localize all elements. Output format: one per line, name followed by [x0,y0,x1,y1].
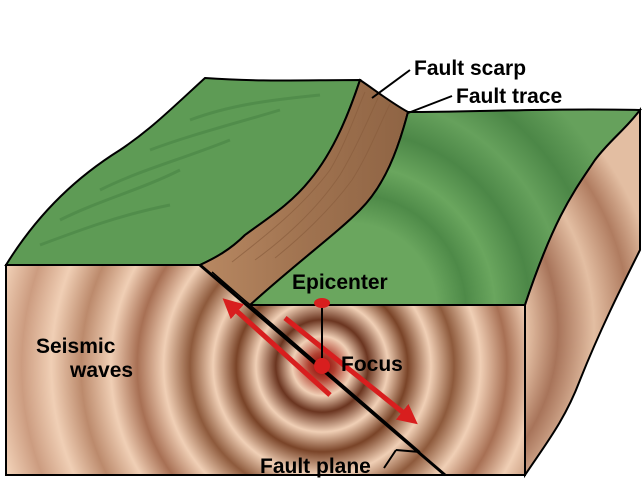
fault-scarp-label: Fault scarp [414,57,527,80]
grass-texture [39,93,321,247]
fault-scarp-leader [371,69,411,99]
epicenter-marker [314,298,330,308]
slip-arrow-up [222,298,332,397]
waves-label: waves [70,359,134,382]
fault-plane-leader-1 [383,449,397,469]
slip-arrow-down [283,316,418,425]
fault-plane-label: Fault plane [260,455,371,478]
front-face-right-outline [250,304,526,476]
epicenter-label: Epicenter [292,271,388,294]
fault-trace-label: Fault trace [456,85,563,108]
front-face-right [200,265,525,475]
focus-label: Focus [341,353,403,376]
fault-trace-leader [407,95,453,114]
seismic-label: Seismic [36,335,116,358]
right-block-side-face [524,107,641,479]
focus-marker [314,358,330,374]
fault-plane-leader-2 [395,449,421,453]
scarp-texture [231,91,391,263]
